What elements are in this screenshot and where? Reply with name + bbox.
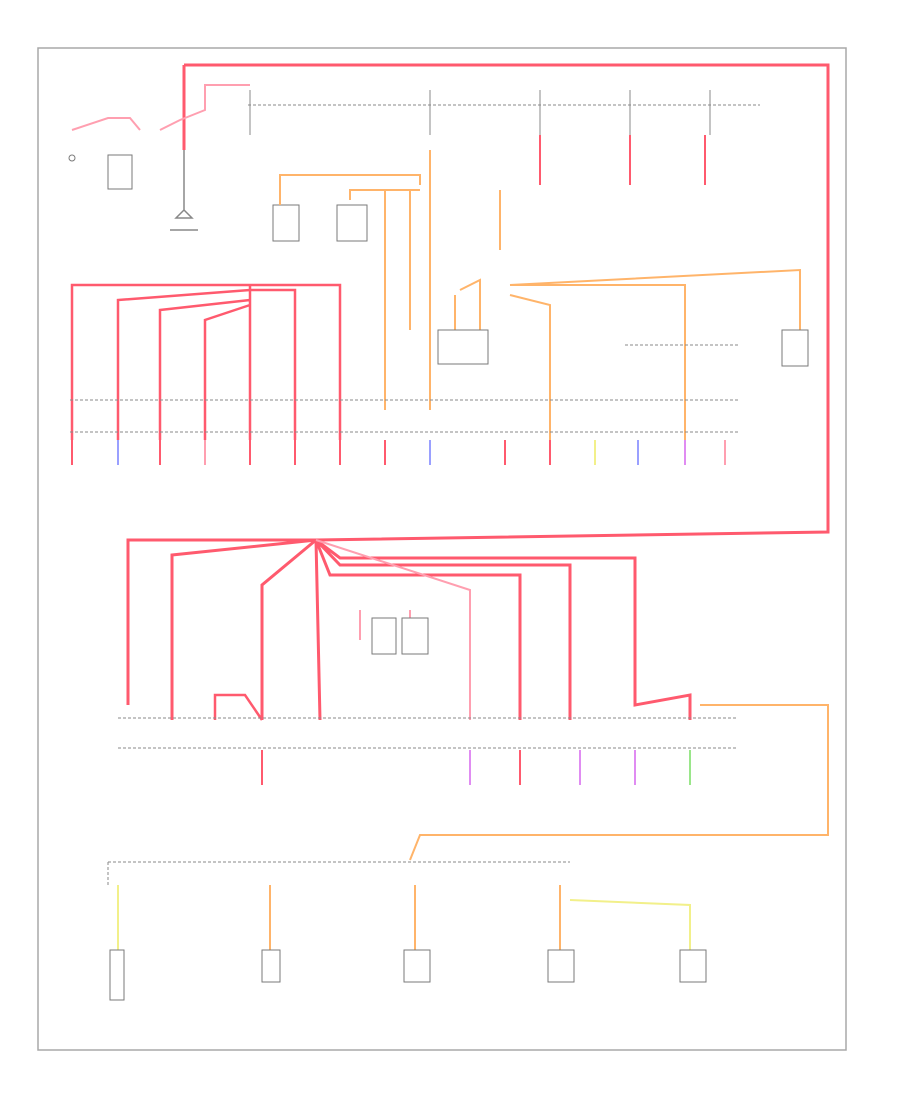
main-power-loop <box>126 63 830 705</box>
upper-fuse-drops-red <box>71 440 551 465</box>
top-bus-taps <box>249 90 711 135</box>
upper-fuse-drops-blue <box>117 440 639 465</box>
lower-fuse-row <box>118 717 738 749</box>
upper-fuse-row <box>70 399 740 433</box>
left-fuse-feeds <box>70 283 342 440</box>
lower-fuse-drops-violet <box>469 750 636 785</box>
ignition-switch <box>170 150 198 231</box>
left-ground <box>68 154 76 162</box>
bottom-component-5 <box>679 949 707 983</box>
right-fuse-feeds <box>454 268 801 440</box>
central-module-box <box>437 329 489 365</box>
bottom-component-4 <box>547 949 575 983</box>
orange-feed-wires <box>279 150 501 410</box>
middle-relay-a <box>371 617 397 655</box>
top-drop-wires <box>539 135 706 185</box>
upper-fuse-drops-pink <box>204 440 726 465</box>
right-relay-box <box>781 329 809 367</box>
bottom-drop-yellow-right <box>569 899 691 950</box>
lower-left-jumper <box>213 693 264 721</box>
diagram-frame <box>37 47 847 1051</box>
starter-relay-box <box>336 204 368 242</box>
generator-wires <box>71 84 250 131</box>
generator-component <box>107 154 133 190</box>
lower-power-feeds <box>170 538 692 721</box>
middle-relay-b <box>401 617 429 655</box>
bottom-component-1 <box>109 949 125 1001</box>
bottom-bus <box>107 861 570 885</box>
bottom-component-3 <box>403 949 431 983</box>
bottom-component-2 <box>261 949 281 983</box>
bottom-drops-orange <box>269 885 561 950</box>
lower-fuse-drops-red <box>261 750 521 785</box>
bottom-orange-feed <box>409 704 829 861</box>
unit-switch-box <box>272 204 300 242</box>
